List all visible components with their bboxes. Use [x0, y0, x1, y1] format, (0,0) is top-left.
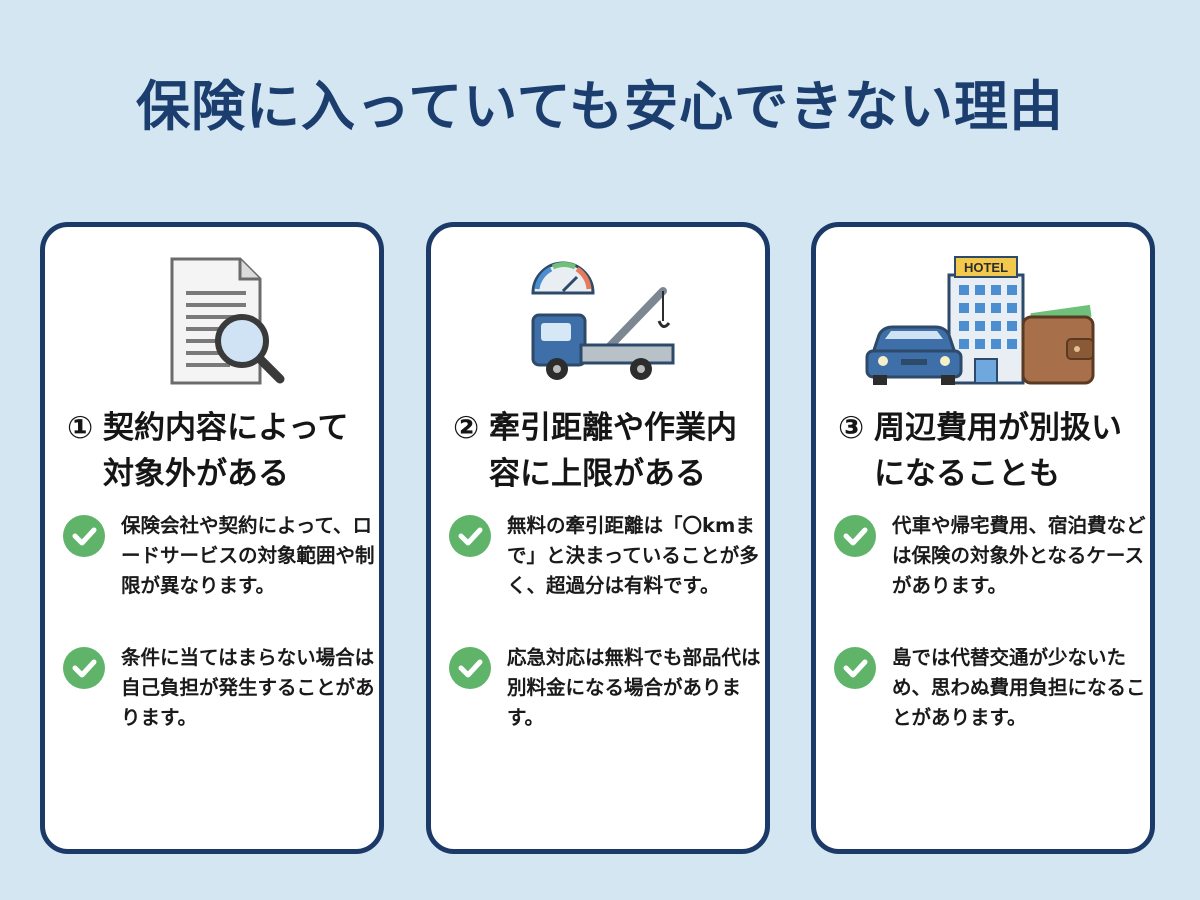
card-title-line2: 容に上限がある [489, 456, 706, 492]
check-icon [834, 515, 876, 557]
bullet-text: 島では代替交通が少ないため、思わぬ費用負担になることがあります。 [892, 646, 1146, 729]
card-title-line2: になることも [874, 456, 1060, 492]
check-icon [63, 515, 105, 557]
card-title-line1: 周辺費用が別扱い [874, 410, 1122, 446]
card-title-line2: 対象外がある [103, 456, 289, 492]
document-magnifier-icon [45, 251, 379, 391]
check-icon [834, 647, 876, 689]
check-icon [449, 515, 491, 557]
car-hotel-wallet-icon: HOTEL [816, 251, 1150, 391]
card-number: ② [453, 410, 480, 446]
card-number: ③ [838, 410, 865, 446]
bullet-text: 条件に当てはまらない場合は自己負担が発生することがあります。 [121, 646, 375, 729]
check-icon [449, 647, 491, 689]
hotel-sign: HOTEL [964, 260, 1008, 275]
card-number: ① [67, 410, 94, 446]
bullet-text: 代車や帰宅費用、宿泊費などは保険の対象外となるケースがあります。 [892, 514, 1146, 597]
card-title-line1: 牽引距離や作業内 [489, 410, 737, 446]
card-title-line1: 契約内容によって [103, 410, 349, 446]
tow-truck-gauge-icon [431, 251, 765, 391]
page-title: 保険に入っていても安心できない理由 [136, 75, 1064, 138]
bullet-text: 保険会社や契約によって、ロードサービスの対象範囲や制限が異なります。 [121, 514, 375, 597]
check-icon [63, 647, 105, 689]
bullet-text: 無料の牽引距離は「〇kmまで」と決まっていることが多く、超過分は有料です。 [507, 514, 759, 597]
bullet-text: 応急対応は無料でも部品代は別料金になる場合があります。 [507, 646, 761, 729]
